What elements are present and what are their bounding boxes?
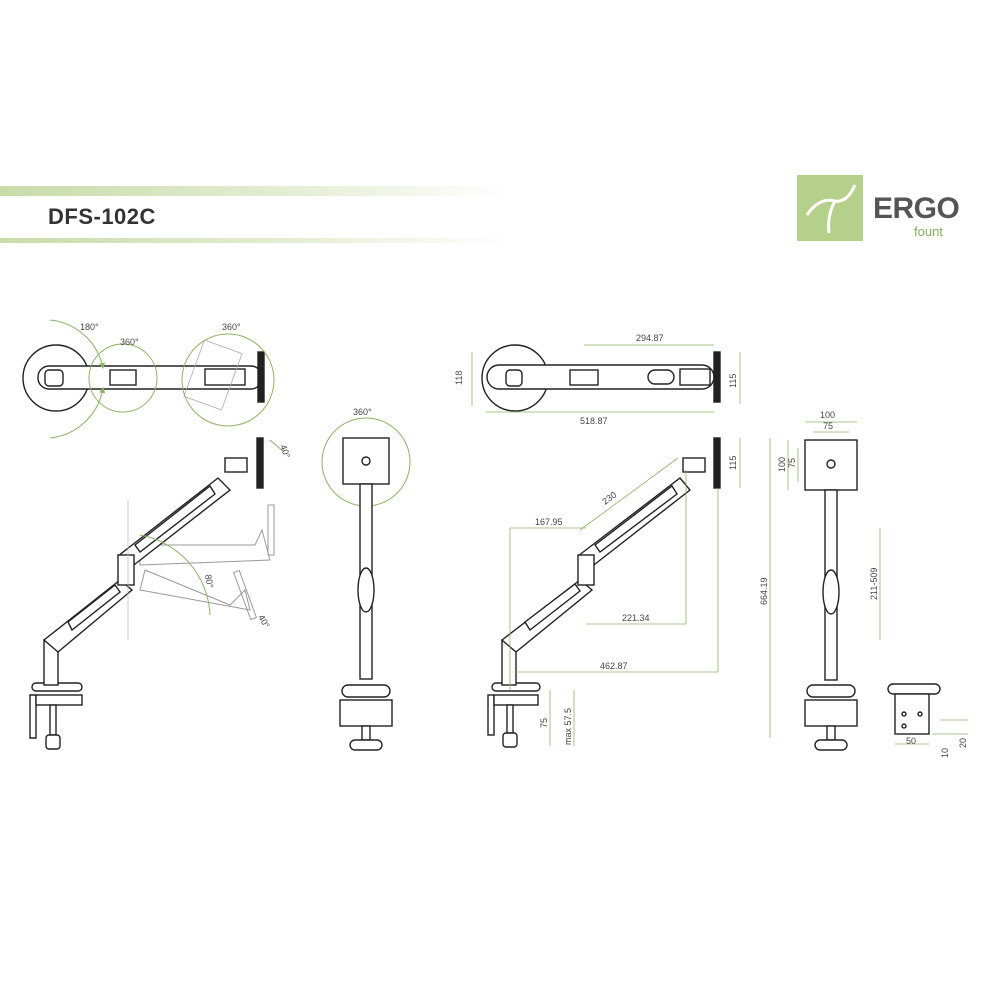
model-title: DFS-102C [48, 204, 156, 229]
tilt-bottom-label: 40° [256, 613, 272, 630]
clamp-detail [887, 683, 941, 735]
clamp-screw-front [361, 725, 371, 741]
side-view-right [487, 437, 721, 748]
dim-reach-167: 167.95 [535, 517, 563, 527]
dim-length-518: 518.87 [580, 416, 608, 426]
rotation-label: 360° [353, 407, 372, 417]
header-band-top [0, 186, 510, 196]
dim-height-118: 118 [454, 371, 464, 385]
clamp-screw-side [49, 704, 57, 736]
front-view-left [321, 417, 411, 751]
tilt-joint-top [204, 368, 246, 386]
dim-range-211-509: 211-509 [869, 568, 879, 600]
dim-head-115-side: 115 [728, 456, 738, 470]
lower-arm-slot [67, 583, 121, 632]
logo-mark [797, 175, 863, 241]
vesa-center-front [361, 456, 371, 466]
logo-subtitle: fount [914, 224, 943, 239]
monitor-plate-side [256, 437, 264, 489]
pole-cap-top [44, 369, 64, 387]
elbow-side [117, 554, 135, 586]
clamp-side [29, 694, 37, 739]
dims-top-right [471, 344, 741, 413]
dim-max-desk: max 57.5 [563, 708, 573, 745]
angle-180-label: 180° [80, 322, 99, 332]
monitor-plate-top [257, 351, 265, 403]
dims-front-right [769, 421, 881, 738]
dim-reach-462: 462.87 [600, 661, 628, 671]
dim-vesa-inner-w: 75 [823, 421, 833, 431]
tilt-top-label: 40° [278, 443, 292, 460]
dim-head-115-top: 115 [728, 374, 738, 388]
dim-clamp-75: 75 [539, 718, 549, 728]
angle-360-label-b: 360° [222, 322, 241, 332]
logo-wordmark: ERGO [873, 192, 960, 225]
dim-reach-221: 221.34 [622, 613, 650, 623]
dim-clamp-depth: 10 [940, 748, 950, 758]
upper-arm-slot [134, 484, 216, 553]
desk-base-front [341, 684, 391, 698]
clamp-arm-side [35, 694, 83, 706]
front-view-right [804, 439, 858, 751]
clamp-box-front [339, 699, 393, 727]
dim-vesa-inner-h: 75 [787, 458, 797, 468]
logo-swoosh-icon [805, 184, 857, 234]
top-view-left [22, 319, 275, 439]
column-clamp-front [357, 567, 375, 613]
joint-top [109, 369, 137, 386]
dim-clamp-width: 50 [906, 736, 916, 746]
dim-vesa-outer-w: 100 [820, 410, 835, 420]
tilt-mid-label: 80° [203, 574, 215, 590]
dim-vesa-outer-h: 100 [777, 457, 787, 472]
angle-360-label-a: 360° [120, 337, 139, 347]
top-view-right [481, 344, 721, 412]
dims-side-right [509, 438, 741, 746]
tilt-head-side [224, 457, 248, 473]
clamp-knob-front [349, 739, 383, 751]
dim-clamp-height: 20 [958, 738, 968, 748]
dim-total-664: 664.19 [759, 577, 769, 605]
clamp-knob-side [45, 734, 61, 750]
dim-segment-294: 294.87 [636, 333, 664, 343]
header-band-bottom [0, 238, 510, 243]
dims-clamp [895, 719, 968, 745]
side-view-left [29, 437, 285, 750]
